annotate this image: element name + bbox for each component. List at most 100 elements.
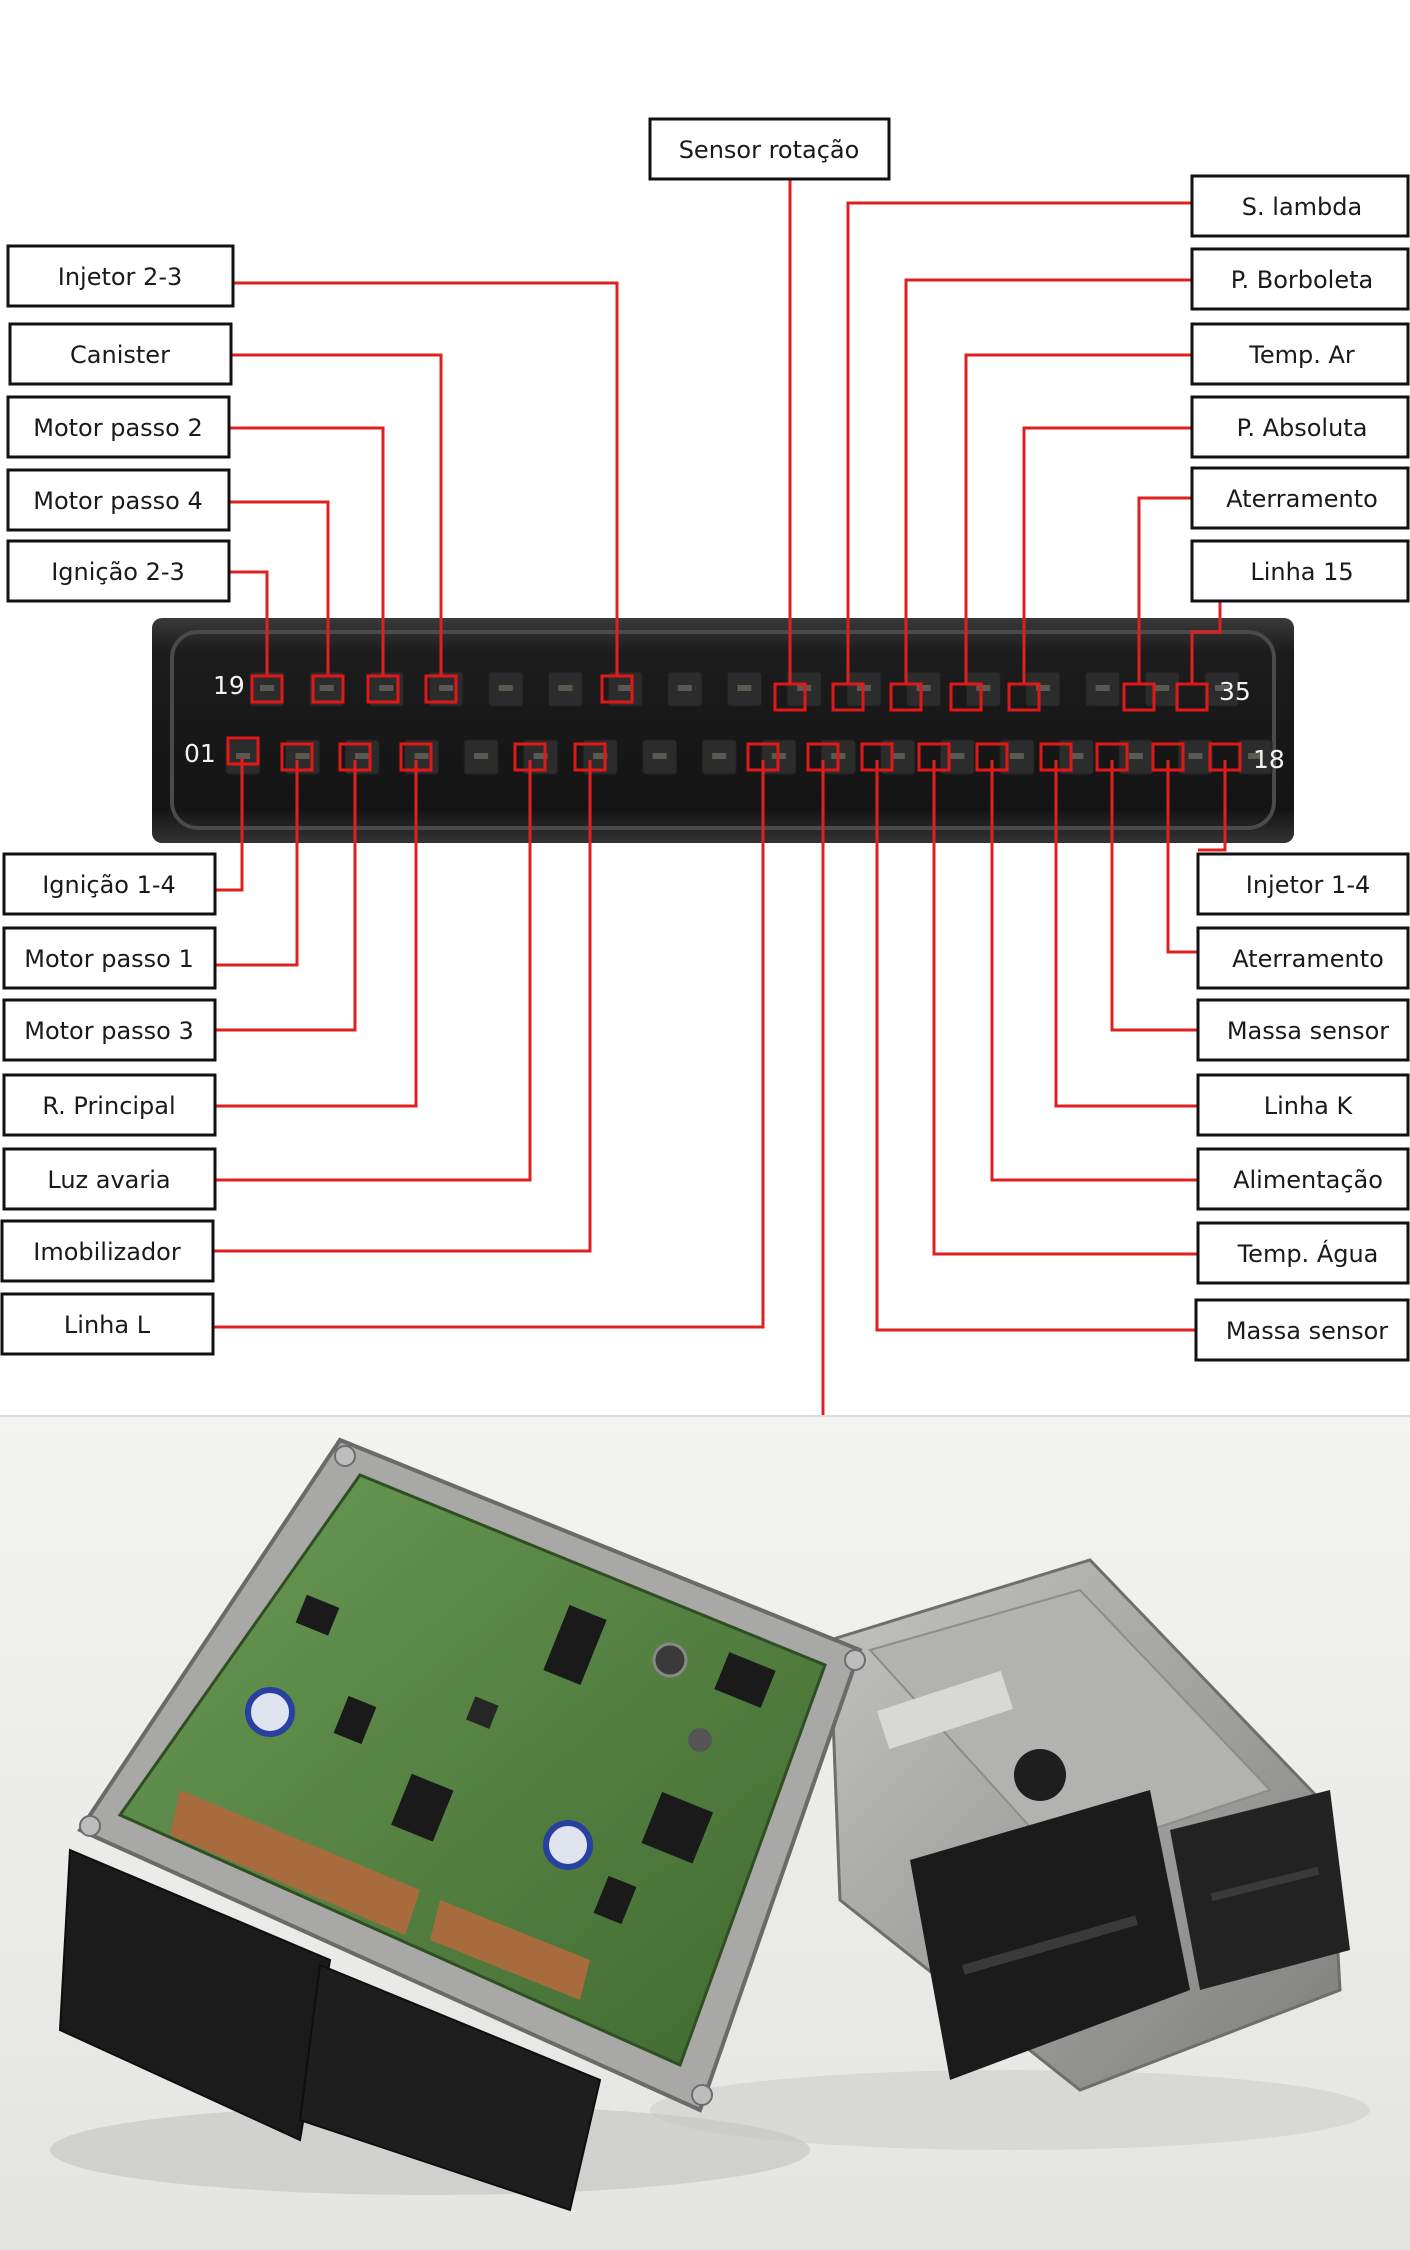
- connector-contact: [1035, 685, 1050, 691]
- svg-text:Imobilizador: Imobilizador: [33, 1238, 181, 1266]
- pin-alimentacao: [975, 742, 1009, 772]
- pin-imobilizador: [573, 742, 607, 772]
- connector-contact: [737, 685, 752, 691]
- connector-contact: [1069, 753, 1084, 759]
- pin-p-absoluta: [1007, 682, 1041, 712]
- wire-massa-sensor-1: [1110, 760, 1198, 1032]
- svg-text:Massa sensor: Massa sensor: [1226, 1317, 1388, 1345]
- wire-aterramento-bottom: [1166, 760, 1198, 954]
- svg-text:Canister: Canister: [70, 341, 170, 369]
- wire-r-principal: [215, 760, 418, 1108]
- wire-massa-sensor-2: [875, 760, 1198, 1332]
- label-motor-passo-1: Motor passo 1: [2, 926, 217, 990]
- wire-aterramento-top: [1137, 496, 1192, 684]
- svg-text:S. lambda: S. lambda: [1242, 193, 1362, 221]
- label-r-principal: R. Principal: [2, 1073, 217, 1137]
- wire-p-absoluta: [1022, 426, 1192, 684]
- highlighted-pins: [226, 674, 1242, 772]
- label-luz-avaria: Luz avaria: [2, 1147, 217, 1211]
- wire-motor-passo-2: [229, 426, 385, 676]
- connector-contact: [1155, 685, 1170, 691]
- pin-ignicao-1-4: [226, 736, 260, 766]
- connector-contact: [439, 685, 454, 691]
- ecu-unit-front: [50, 1437, 866, 2212]
- pin-temp-agua: [917, 742, 951, 772]
- svg-text:Temp. Água: Temp. Água: [1237, 1239, 1379, 1268]
- connector-contact: [319, 685, 334, 691]
- wire-motor-passo-1: [215, 760, 299, 967]
- wire-s-lambda: [846, 201, 1192, 684]
- connector-contact: [295, 753, 310, 759]
- pin-linha-l: [746, 742, 780, 772]
- connector-contact: [618, 685, 633, 691]
- connector-body: 19 35 01 18: [152, 618, 1294, 843]
- connector-contact: [950, 753, 965, 759]
- label-s-lambda: S. lambda: [1190, 174, 1410, 238]
- label-ignicao-2-3: Ignição 2-3: [6, 539, 231, 603]
- pin-r-principal: [399, 742, 433, 772]
- pin-s-lambda: [831, 682, 865, 712]
- svg-text:Alimentação: Alimentação: [1233, 1166, 1383, 1194]
- svg-text:Motor passo 1: Motor passo 1: [24, 945, 194, 973]
- connector-contact: [890, 753, 905, 759]
- connector-contact: [236, 753, 250, 759]
- connector-contact: [677, 685, 692, 691]
- wire-linha-15: [1190, 600, 1222, 684]
- pin-motor-passo-3: [338, 742, 372, 772]
- label-imobilizador: Imobilizador: [0, 1219, 215, 1283]
- label-motor-passo-3: Motor passo 3: [2, 998, 217, 1062]
- pin-linha-k: [1039, 742, 1073, 772]
- connector-contact: [593, 753, 608, 759]
- pin-aterramento-bottom: [1151, 742, 1185, 772]
- label-p-borboleta: P. Borboleta: [1190, 247, 1410, 311]
- svg-text:Linha L: Linha L: [64, 1311, 151, 1339]
- label-temp-ar: Temp. Ar: [1190, 322, 1410, 386]
- pin-number-35: 35: [1219, 677, 1251, 706]
- pin-motor-passo-4: [311, 674, 345, 704]
- pin-injetor-1-4: [1208, 742, 1242, 772]
- wire-canister: [231, 353, 443, 676]
- connector-contact: [355, 753, 370, 759]
- connector-contact: [976, 685, 991, 691]
- connector-contact: [1128, 753, 1143, 759]
- label-linha-15: Linha 15: [1190, 539, 1410, 603]
- pin-luz-avaria: [513, 742, 547, 772]
- wire-linha-l: [213, 760, 765, 1329]
- wire-motor-passo-4: [229, 500, 330, 676]
- ecu-photo: [0, 1415, 1410, 2250]
- label-sensor-rotacao: Sensor rotação: [648, 117, 891, 181]
- label-p-absoluta: P. Absoluta: [1190, 395, 1410, 459]
- label-massa-sensor-2: Massa sensor: [1194, 1298, 1410, 1362]
- svg-text:Motor passo 4: Motor passo 4: [33, 487, 203, 515]
- svg-text:Aterramento: Aterramento: [1226, 485, 1378, 513]
- wires: [213, 179, 1227, 1416]
- svg-text:Linha 15: Linha 15: [1250, 558, 1353, 586]
- pin-center: [806, 742, 840, 772]
- pin-massa-sensor-2: [860, 742, 894, 772]
- svg-text:Motor passo 2: Motor passo 2: [33, 414, 203, 442]
- ecu-unit-rear: [650, 1558, 1370, 2150]
- pin-number-18: 18: [1253, 745, 1285, 774]
- connector-contact: [712, 753, 727, 759]
- svg-text:Sensor rotação: Sensor rotação: [679, 136, 860, 164]
- svg-text:Linha K: Linha K: [1264, 1092, 1354, 1120]
- pin-temp-ar: [949, 682, 983, 712]
- connector-contact: [916, 685, 931, 691]
- connector-contact: [498, 685, 513, 691]
- label-ignicao-1-4: Ignição 1-4: [2, 852, 217, 916]
- svg-text:R. Principal: R. Principal: [42, 1092, 175, 1120]
- connector-contact: [558, 685, 573, 691]
- pin-motor-passo-1: [280, 742, 314, 772]
- connector-contact: [1188, 753, 1203, 759]
- svg-text:Ignição 2-3: Ignição 2-3: [51, 558, 185, 586]
- pin-sensor-rotacao: [773, 682, 807, 712]
- wire-linha-k: [1054, 760, 1198, 1108]
- wire-luz-avaria: [215, 760, 532, 1182]
- label-injetor-1-4: Injetor 1-4: [1196, 852, 1410, 916]
- svg-text:Injetor 1-4: Injetor 1-4: [1246, 871, 1371, 899]
- pin-linha-15: [1175, 682, 1209, 712]
- connector-contact: [414, 753, 429, 759]
- label-aterramento-bottom: Aterramento: [1196, 926, 1410, 990]
- wire-ignicao-1-4: [215, 758, 244, 892]
